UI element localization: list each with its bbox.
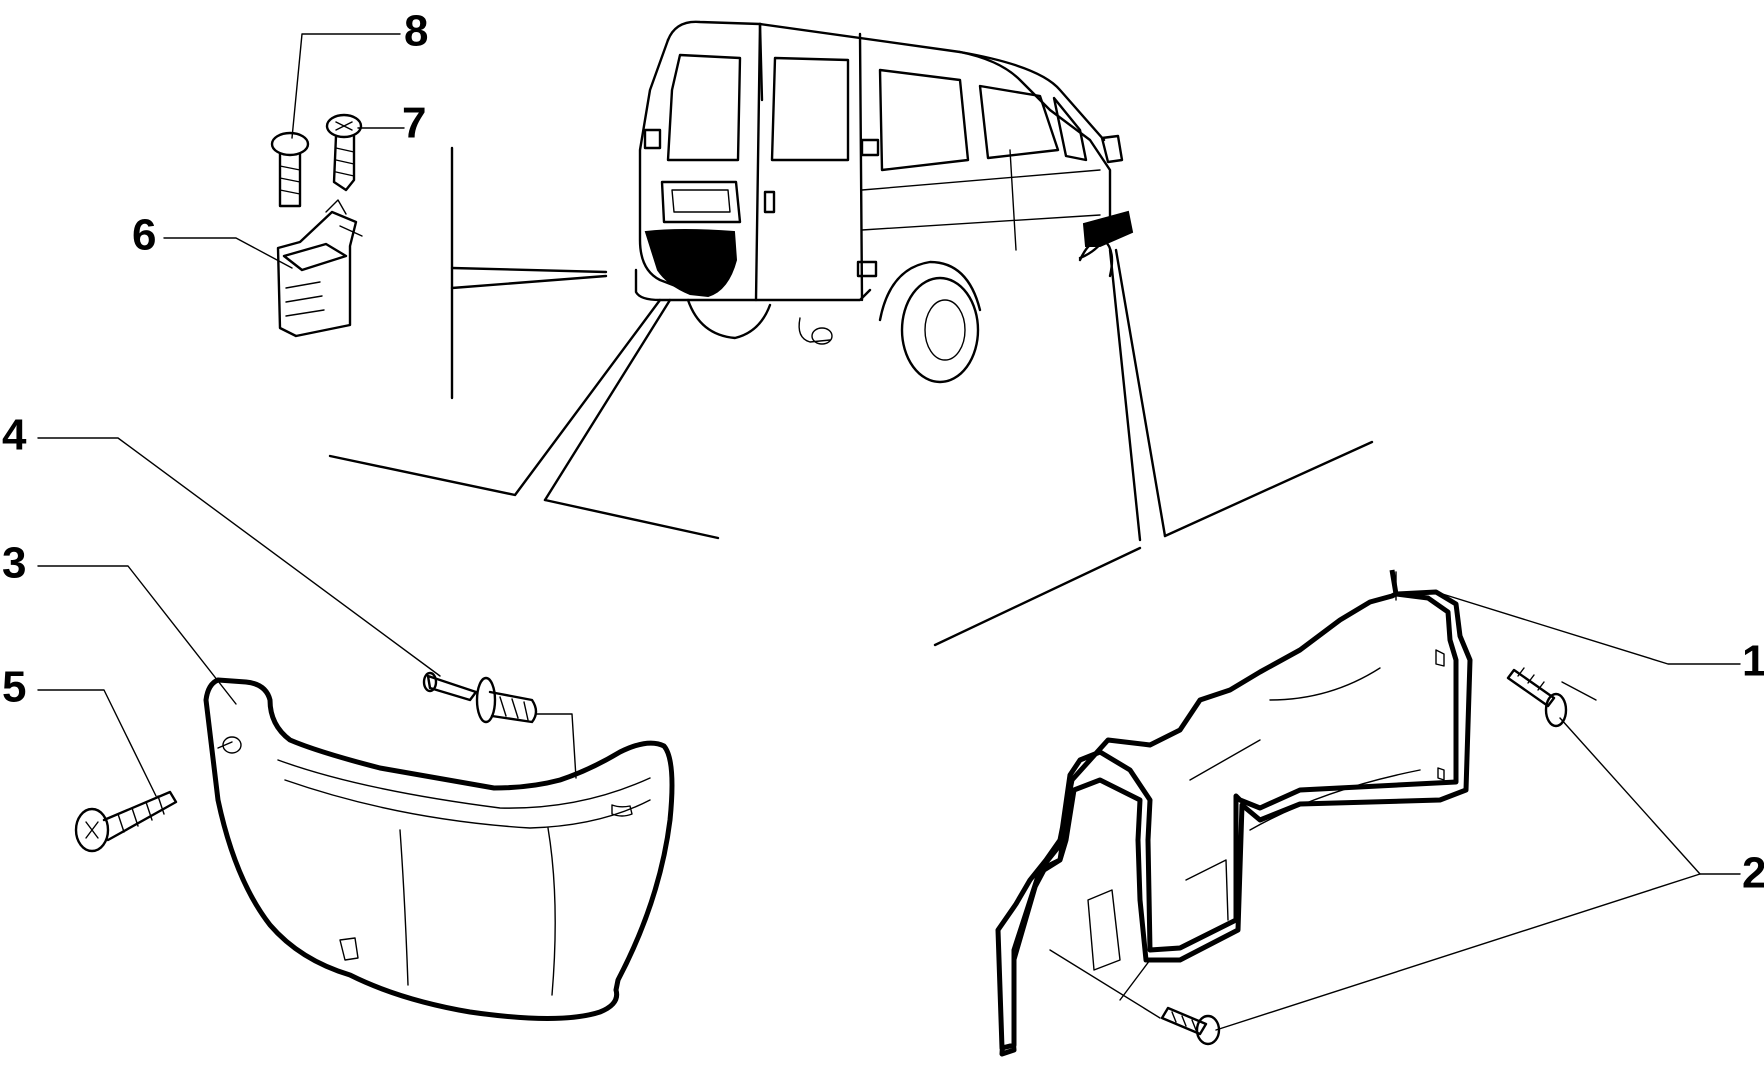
part-4-push-clip [422,671,538,724]
part-5-screw [74,790,178,853]
leader-lines [37,33,1741,1031]
pointer-lines [328,146,1374,647]
part-1-side-arch-liner [995,569,1473,1057]
callout-1: 1 [1742,637,1764,686]
callout-3: 3 [2,539,26,588]
callout-7: 7 [402,99,426,148]
callout-2: 2 [1742,849,1764,898]
van-illustration [634,20,1134,384]
callout-5: 5 [2,663,26,712]
part-2-screws [1160,667,1568,1046]
callout-6: 6 [132,211,156,260]
part-6-retaining-clip [276,199,363,338]
callout-numbers: 1 2 3 4 5 6 7 8 [2,7,1764,898]
callout-4: 4 [2,411,27,460]
callout-8: 8 [404,7,428,56]
part-3-rear-arch-liner [203,677,675,1021]
part-7-screw [325,113,363,192]
part-8-bolt [270,131,310,208]
